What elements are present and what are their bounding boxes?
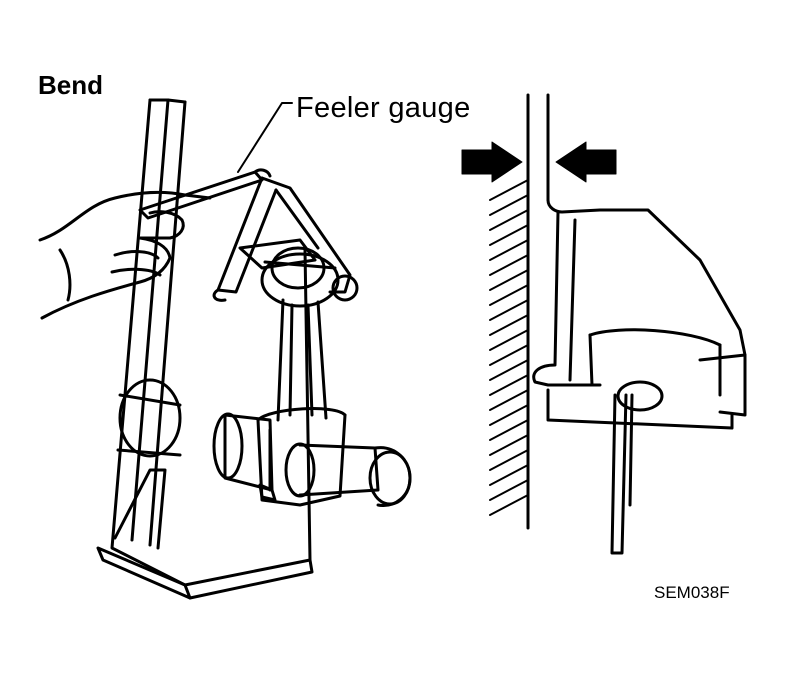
v-block: [212, 176, 359, 302]
hand: [38, 190, 212, 320]
detail-view: [489, 93, 747, 555]
left-arrow-icon: [461, 141, 523, 183]
crank-pin-arbor: [212, 412, 412, 507]
feeler-gauge-label: Feeler gauge: [296, 92, 471, 124]
title: Bend: [38, 70, 103, 100]
figure-code: SEM038F: [654, 583, 730, 602]
right-arrow-icon: [555, 141, 617, 183]
hatched-surface: [489, 179, 529, 516]
alignment-fixture: [96, 98, 314, 600]
